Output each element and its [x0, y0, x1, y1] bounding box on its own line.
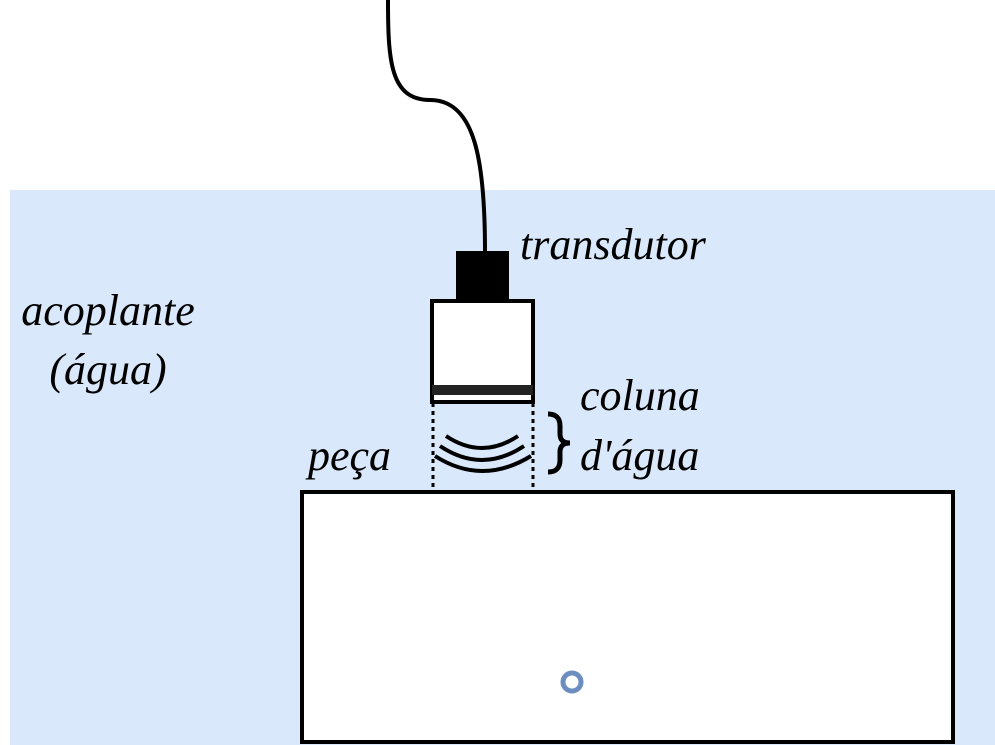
ultrasonic-wave-arc-3 [433, 454, 533, 473]
water-column-brace [547, 411, 571, 475]
water-column-label-line1: coluna [580, 371, 700, 420]
transducer-face [432, 385, 533, 395]
test-part [300, 490, 955, 744]
couplant-label-line2: (água) [49, 345, 166, 394]
water-column-label-line2: d'água [580, 431, 699, 480]
defect-marker [560, 670, 584, 694]
ultrasonic-wave-arc-1 [444, 434, 520, 450]
transducer-cable [386, 0, 487, 253]
part-label: peça [305, 431, 391, 480]
transducer-label: transdutor [520, 220, 707, 269]
couplant-label-line1: acoplante [21, 286, 195, 335]
transducer-connector [456, 251, 509, 303]
ultrasonic-wave-arc-2 [438, 444, 526, 462]
